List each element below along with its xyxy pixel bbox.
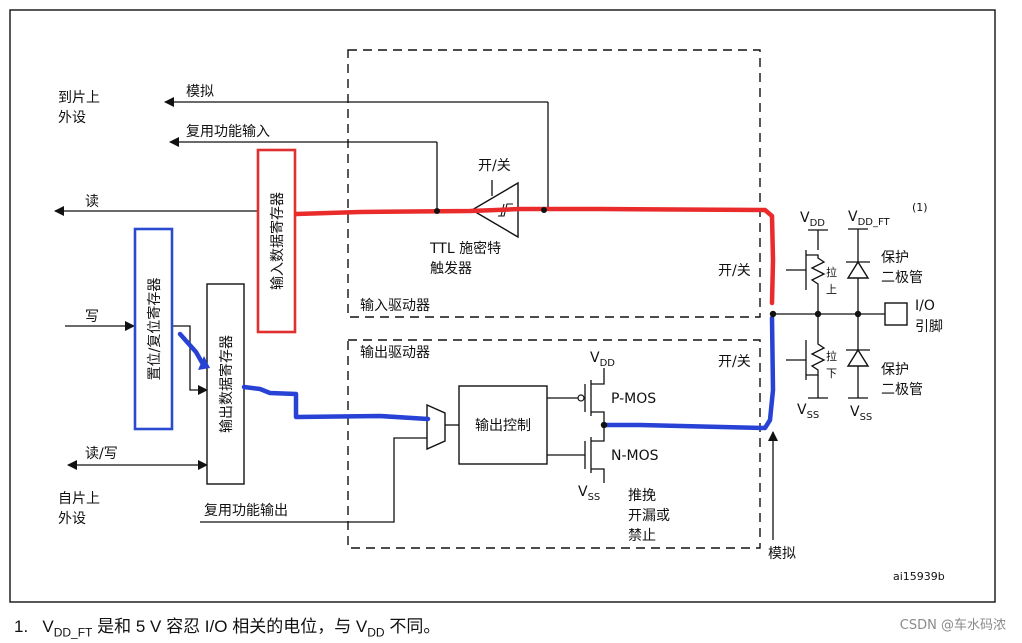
footnote-v1: V <box>42 617 54 636</box>
pull-up-label-1: 拉 <box>826 265 837 279</box>
input-driver-label: 输入驱动器 <box>360 298 430 314</box>
pullup-on-off: 开/关 <box>718 263 751 279</box>
alt-input-label: 复用功能输入 <box>186 123 270 140</box>
input-data-register-label: 输入数据寄存器 <box>269 192 286 290</box>
io-pin-label-2: 引脚 <box>915 319 943 335</box>
protection-diode-bottom-label-1: 保护 <box>881 362 909 378</box>
vss-diode: VSS <box>850 404 872 423</box>
footnote-index: 1. <box>14 617 29 636</box>
pull-down-label-2: 下 <box>826 367 837 380</box>
vdd-pullup: VDD <box>800 210 825 229</box>
ttl-schmitt-label-2: 触发器 <box>430 261 472 277</box>
footnote-v2-sub: DD <box>367 625 385 640</box>
output-mux <box>426 403 446 451</box>
footnote: 1. VDD_FT 是和 5 V 容忍 I/O 相关的电位，与 VDD 不同。 <box>14 612 440 639</box>
ttl-schmitt-label-1: TTL 施密特 <box>429 240 501 257</box>
output-data-register-label: 输出数据寄存器 <box>218 335 235 433</box>
figure-frame <box>9 9 996 603</box>
output-path-highlight-pin <box>601 315 776 431</box>
footnote-mark: (1) <box>912 201 928 214</box>
protection-diode-top-label-1: 保护 <box>881 250 909 266</box>
input-driver-region <box>347 49 761 318</box>
alt-output-label: 复用功能输出 <box>204 502 288 519</box>
pulldown-on-off: 开/关 <box>718 354 751 370</box>
alt-output-wire <box>200 437 427 523</box>
output-control-label: 输出控制 <box>475 418 531 434</box>
footnote-text-a: 是和 5 V 容忍 I/O 相关的电位，与 V <box>97 617 368 636</box>
io-pin <box>884 302 908 326</box>
protection-diode-top <box>846 260 870 279</box>
pmos-label: P-MOS <box>611 391 656 407</box>
figure-id: ai15939b <box>893 570 945 583</box>
input-data-register <box>256 148 297 334</box>
protection-diode-bottom-label-2: 二极管 <box>881 382 923 398</box>
vss-pulldown: VSS <box>797 402 819 421</box>
output-path-highlight <box>241 384 431 422</box>
nmos-label: N-MOS <box>611 448 659 464</box>
mode-option-1: 推挽 <box>628 488 656 504</box>
protection-diode-bottom <box>846 348 870 367</box>
output-driver-region <box>347 339 761 549</box>
vdd-ft-label: VDD_FT <box>848 209 891 228</box>
protection-diode-top-label-2: 二极管 <box>881 270 923 286</box>
bit-set-reset-register-label: 置位/复位寄存器 <box>146 278 163 381</box>
to-onchip-periph-1: 到片上 <box>58 90 100 106</box>
watermark: CSDN @车水码浓 <box>899 618 1006 633</box>
bit-set-reset-register <box>133 227 174 431</box>
from-onchip-periph-2: 外设 <box>58 511 86 527</box>
read-write-label: 读/写 <box>85 445 118 462</box>
read-label: 读 <box>85 193 99 210</box>
vss-nmos: VSS <box>578 484 600 503</box>
set-reset-blue-stroke <box>177 331 207 369</box>
from-onchip-periph-1: 自片上 <box>58 491 100 507</box>
analog-top-label: 模拟 <box>186 84 214 100</box>
to-onchip-periph-2: 外设 <box>58 110 86 126</box>
mode-option-2: 开漏或 <box>628 508 670 524</box>
footnote-v1-sub: DD_FT <box>53 625 93 640</box>
output-control-box <box>458 385 548 465</box>
write-label: 写 <box>85 309 99 325</box>
io-pin-label-1: I/O <box>915 298 935 314</box>
mode-option-3: 禁止 <box>628 528 656 544</box>
vdd-pmos: VDD <box>590 350 615 369</box>
input-path-highlight <box>293 206 776 306</box>
ttl-on-off-label: 开/关 <box>478 158 511 174</box>
analog-bottom-label: 模拟 <box>768 546 796 562</box>
footnote-text-b: 不同。 <box>389 617 441 636</box>
pull-down-label-1: 拉 <box>826 349 837 363</box>
pull-up-label-2: 上 <box>826 283 837 296</box>
output-driver-label: 输出驱动器 <box>360 345 430 361</box>
output-data-register <box>206 283 245 485</box>
